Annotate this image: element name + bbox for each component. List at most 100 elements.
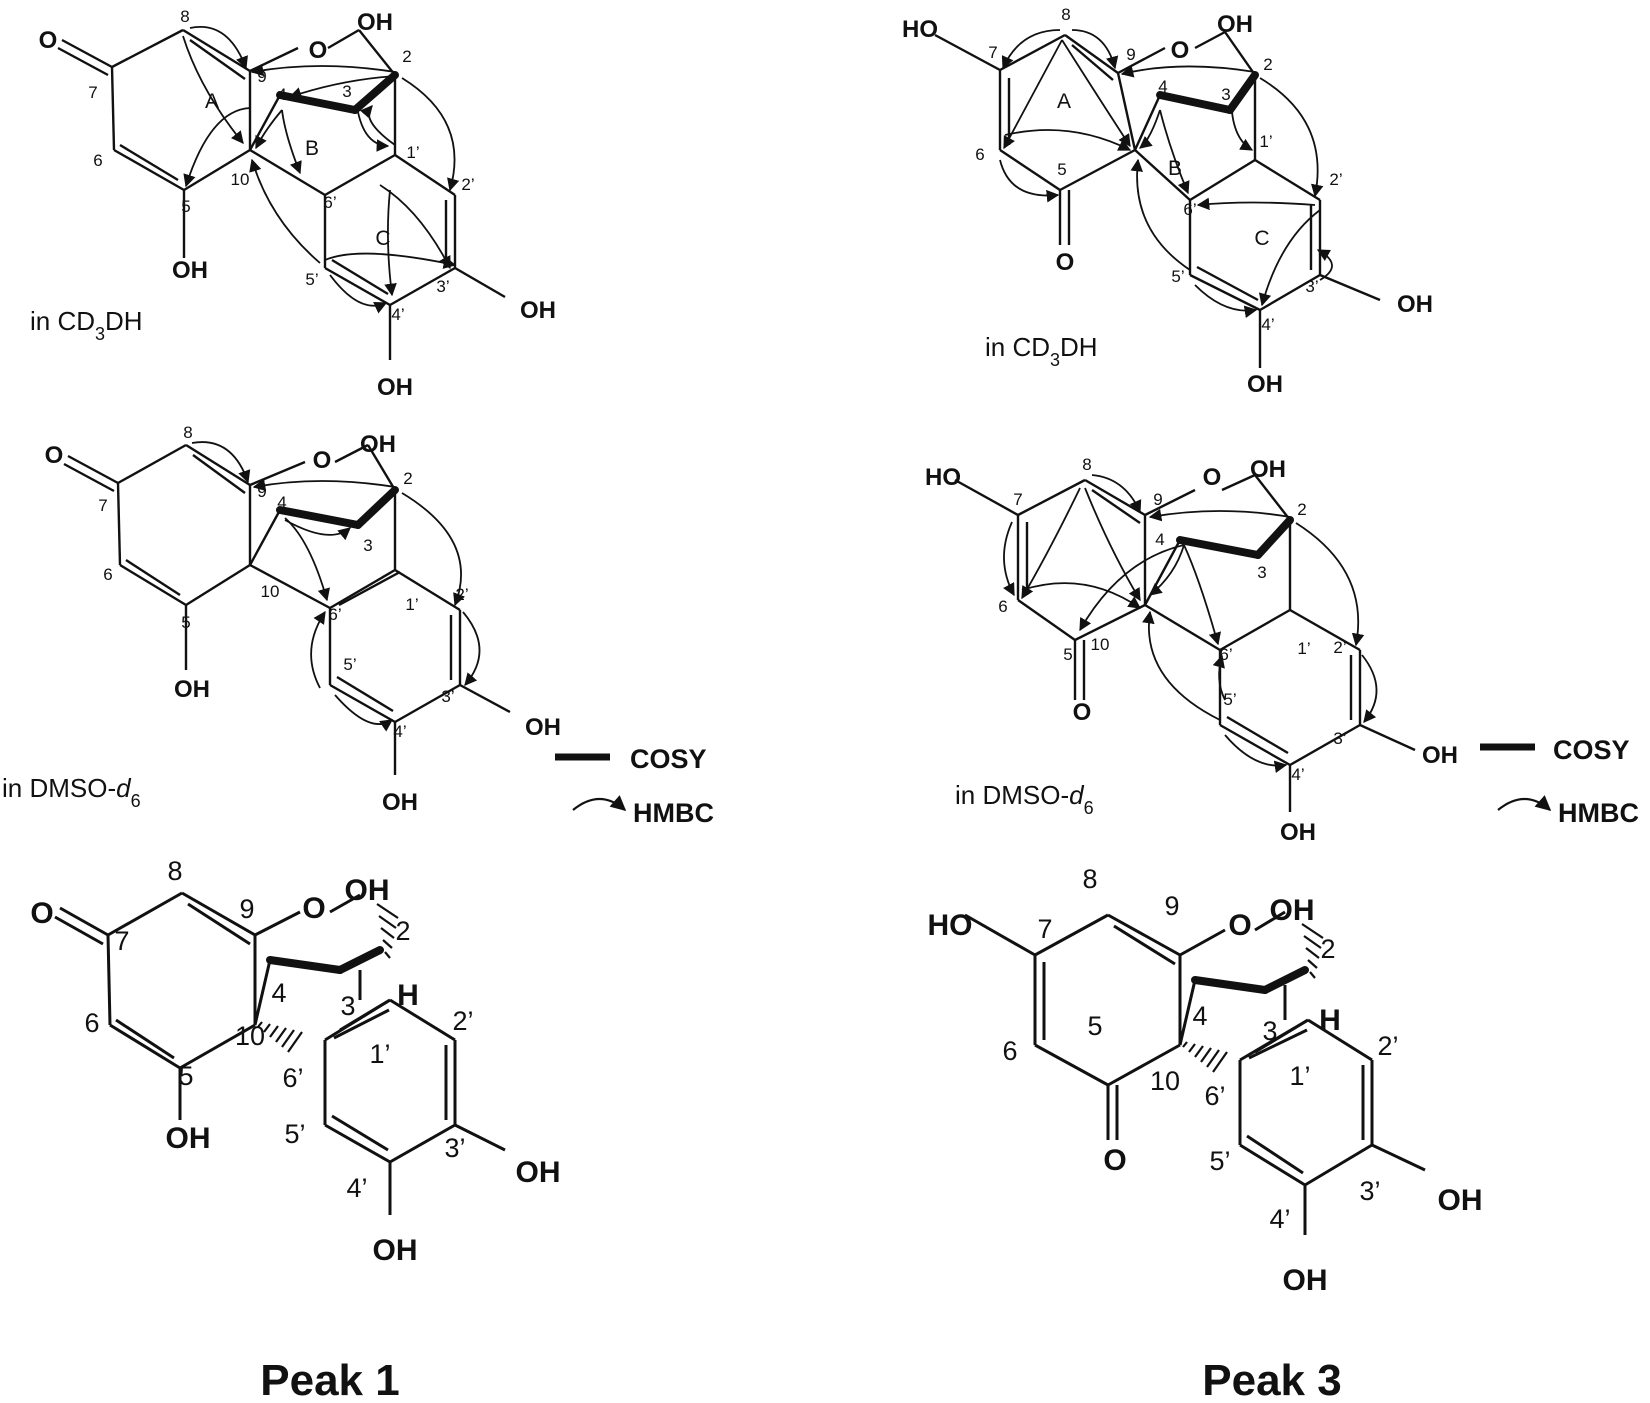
atom-h-c3: H	[1319, 1004, 1341, 1037]
atom-oh-c2: OH	[1270, 894, 1315, 927]
solvent-label-dmso-left: in DMSO-d6	[2, 773, 141, 811]
peak1-cd3dh-cosy-bonds	[276, 71, 399, 114]
atom-o-c7: O	[45, 442, 64, 469]
ring-b: B	[1168, 157, 1182, 180]
cosy-legend-label: COSY	[630, 744, 707, 774]
label-c8: 8	[1061, 5, 1070, 24]
atom-ho-c7: HO	[928, 909, 973, 942]
label-c3: 3	[363, 536, 372, 555]
hmbc-legend-label: HMBC	[633, 798, 714, 828]
label-c7: 7	[88, 83, 97, 102]
ring-b: B	[305, 137, 319, 160]
label-c1p: 1’	[369, 1039, 390, 1069]
atom-oh-c2: OH	[357, 9, 393, 36]
atom-ho-c7: HO	[925, 464, 961, 491]
label-c3: 3	[342, 82, 351, 101]
ring-c: C	[375, 227, 390, 250]
label-c6: 6	[103, 565, 112, 584]
label-c5: 5	[1087, 1011, 1102, 1041]
label-c2: 2	[1320, 934, 1335, 964]
atom-oh-c4p: OH	[1247, 371, 1283, 398]
label-c4p: 4’	[1269, 1204, 1290, 1234]
label-c2p: 2’	[455, 585, 468, 604]
label-c8: 8	[1082, 455, 1091, 474]
atom-oh-c2: OH	[1250, 456, 1286, 483]
label-c4: 4	[271, 978, 286, 1008]
label-c3p: 3’	[436, 277, 449, 296]
atom-o-c7: O	[39, 27, 58, 54]
label-c9: 9	[1153, 490, 1162, 509]
label-c4: 4	[1192, 1001, 1207, 1031]
peak3-stereo-bold-bonds	[1191, 966, 1309, 994]
hmbc-legend-arrow-left	[572, 795, 627, 812]
label-c7: 7	[988, 43, 997, 62]
label-c7: 7	[114, 926, 129, 956]
ring-a: A	[205, 90, 219, 113]
label-c8: 8	[183, 423, 192, 442]
label-c6: 6	[998, 597, 1007, 616]
atom-oh-c4p: OH	[1280, 819, 1316, 846]
label-c6p: 6’	[1219, 645, 1232, 664]
label-c10: 10	[261, 582, 280, 601]
label-c5p: 5’	[284, 1119, 305, 1149]
label-c10: 10	[235, 1021, 265, 1051]
peak1-stereo-hash-bonds	[257, 903, 399, 1053]
label-c3p: 3’	[1359, 1176, 1380, 1206]
atom-oh-c4p: OH	[373, 1234, 418, 1267]
label-c5p: 5’	[305, 270, 318, 289]
label-c7: 7	[1013, 490, 1022, 509]
peak3-stereo-structure	[964, 910, 1426, 1235]
label-c3: 3	[340, 991, 355, 1021]
atom-o-ring: O	[313, 447, 332, 474]
hmbc-legend-label: HMBC	[1558, 798, 1639, 828]
atom-o-ring: O	[1171, 37, 1190, 64]
hmbc-legend-arrow-right	[1497, 795, 1552, 812]
peak1-dmso-hmbc-arrows	[191, 441, 481, 732]
label-c1p: 1’	[1259, 132, 1272, 151]
atom-oh-c3p: OH	[520, 297, 556, 324]
peak1-dmso-structure	[63, 443, 511, 775]
atom-oh-c3p: OH	[516, 1156, 561, 1189]
atom-oh-c2: OH	[345, 874, 390, 907]
label-c8: 8	[1082, 864, 1097, 894]
atom-o-c7: O	[30, 897, 53, 930]
label-c4p: 4’	[1261, 315, 1274, 334]
peak1-dmso-cosy-bonds	[276, 486, 399, 529]
label-c2: 2	[395, 916, 410, 946]
label-c6p: 6’	[323, 193, 336, 212]
peak3-dmso-hmbc-arrows	[1003, 474, 1378, 774]
atom-oh-c5: OH	[174, 676, 210, 703]
label-c4p: 4’	[346, 1173, 367, 1203]
label-c1p: 1’	[1289, 1061, 1310, 1091]
atom-oh-c3p: OH	[1422, 742, 1458, 769]
label-c9: 9	[257, 67, 266, 86]
atom-o-c5: O	[1103, 1144, 1126, 1177]
atom-o-ring: O	[309, 37, 328, 64]
peak3-dmso-cosy-bonds	[1176, 516, 1294, 559]
label-c4p: 4’	[393, 722, 406, 741]
label-c4p: 4’	[391, 305, 404, 324]
label-c7: 7	[1037, 914, 1052, 944]
peak1-stereo-bold-bonds	[266, 946, 384, 974]
peak-1-caption: Peak 1	[260, 1356, 399, 1403]
label-c2p: 2’	[1333, 638, 1346, 657]
label-c5: 5	[1063, 645, 1072, 664]
label-c6: 6	[1002, 1036, 1017, 1066]
atom-oh-c3p: OH	[1438, 1184, 1483, 1217]
atom-oh-c2: OH	[360, 431, 396, 458]
atom-oh-c4p: OH	[377, 374, 413, 401]
label-c6p: 6’	[1183, 200, 1196, 219]
solvent-label-dmso-right: in DMSO-d6	[955, 780, 1094, 818]
atom-o-c5: O	[1073, 699, 1092, 726]
atom-oh-c4p: OH	[1283, 1264, 1328, 1297]
label-c6p: 6’	[282, 1063, 303, 1093]
label-c5p: 5’	[1209, 1146, 1230, 1176]
label-c2: 2	[403, 469, 412, 488]
label-c2p: 2’	[461, 175, 474, 194]
atom-oh-c3p: OH	[525, 714, 561, 741]
cosy-legend-label: COSY	[1553, 735, 1630, 765]
label-c2: 2	[402, 47, 411, 66]
